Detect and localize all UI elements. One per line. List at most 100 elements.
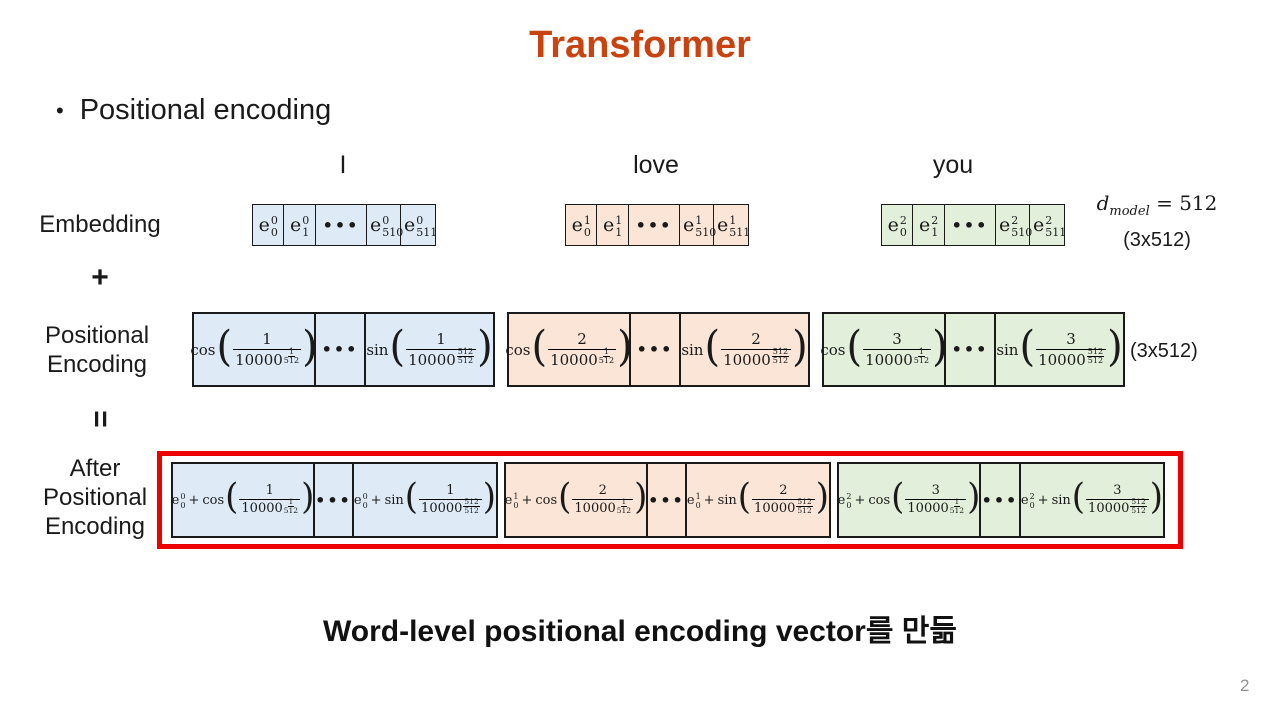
left-paren-icon: ( — [225, 476, 239, 519]
exp-numerator: 1 — [620, 497, 628, 507]
cos-label: cos — [190, 340, 216, 359]
e-sub: 0 — [513, 500, 519, 510]
ellipsis-cell: ••• — [648, 464, 687, 536]
e-sup: 2 — [1029, 491, 1035, 501]
ellipsis: ••• — [951, 340, 989, 359]
e-letter: e — [887, 213, 899, 236]
cos-label: cos — [868, 492, 891, 508]
e-sub: 0 — [695, 500, 701, 510]
plus-sign: + — [188, 492, 200, 508]
e-letter: e — [571, 213, 583, 236]
after-label-line3: Encoding — [44, 512, 146, 540]
e-letter: e — [1020, 492, 1029, 508]
e-sup: 1 — [615, 213, 623, 227]
left-paren-icon: ( — [558, 476, 572, 519]
ellipsis: ••• — [315, 490, 352, 510]
e-sub: 510 — [382, 225, 404, 239]
base-value: 10000 — [408, 350, 456, 369]
e-sub: 1 — [931, 225, 939, 239]
base-value: 10000 — [235, 350, 283, 369]
e-sup: 1 — [513, 491, 519, 501]
exp-numerator: 1 — [287, 346, 295, 357]
e-sub: 0 — [899, 225, 907, 239]
ellipsis: ••• — [951, 215, 989, 235]
exp-numerator: 1 — [917, 346, 925, 357]
left-paren-icon: ( — [891, 476, 905, 519]
e-letter: e — [717, 213, 729, 236]
exp-denominator: 512 — [949, 505, 965, 515]
right-paren-icon: ) — [302, 322, 318, 372]
ellipsis-cell: ••• — [946, 314, 996, 385]
equals-sign: = — [84, 410, 117, 428]
fraction-numerator: 1 — [265, 482, 274, 498]
fraction-numerator: 2 — [779, 482, 788, 498]
word-label-i: I — [339, 151, 347, 179]
ellipsis: ••• — [635, 215, 673, 235]
ellipsis: ••• — [981, 490, 1019, 510]
d-model-note: dmodel = 512 — [1072, 191, 1242, 219]
fraction-numerator: 3 — [892, 330, 902, 349]
exp-denominator: 512 — [616, 505, 632, 515]
e-sup: 1 — [695, 213, 703, 227]
exp-denominator: 512 — [283, 355, 300, 365]
bullet-text: Positional encoding — [79, 94, 332, 126]
left-paren-icon: ( — [704, 322, 721, 372]
left-paren-icon: ( — [737, 476, 752, 519]
d-model-value: = 512 — [1156, 191, 1218, 215]
bullet-line: • Positional encoding — [56, 94, 331, 127]
cos-label: cos — [535, 492, 558, 508]
exp-denominator: 512 — [457, 355, 474, 365]
ellipsis-cell: ••• — [316, 314, 366, 385]
e-letter: e — [290, 213, 302, 236]
plus-row-symbol: + — [91, 261, 109, 294]
right-paren-icon: ) — [792, 322, 808, 372]
after-label-line1: After — [69, 455, 121, 482]
base-value: 10000 — [241, 501, 283, 517]
right-paren-icon: ) — [482, 476, 496, 519]
e-sup: 0 — [270, 213, 278, 227]
e-sub: 0 — [583, 225, 591, 239]
positional-encoding-row-label: Positional Encoding — [22, 322, 172, 380]
right-paren-icon: ) — [477, 322, 493, 372]
left-paren-icon: ( — [1019, 322, 1036, 372]
exp-numerator: 512 — [463, 497, 480, 507]
sin-label: sin — [681, 340, 704, 359]
base-value: 10000 — [754, 501, 796, 517]
e-sup: 0 — [416, 213, 424, 227]
exp-numerator: 512 — [771, 346, 790, 357]
left-paren-icon: ( — [404, 476, 419, 519]
e-sup: 2 — [899, 213, 907, 227]
